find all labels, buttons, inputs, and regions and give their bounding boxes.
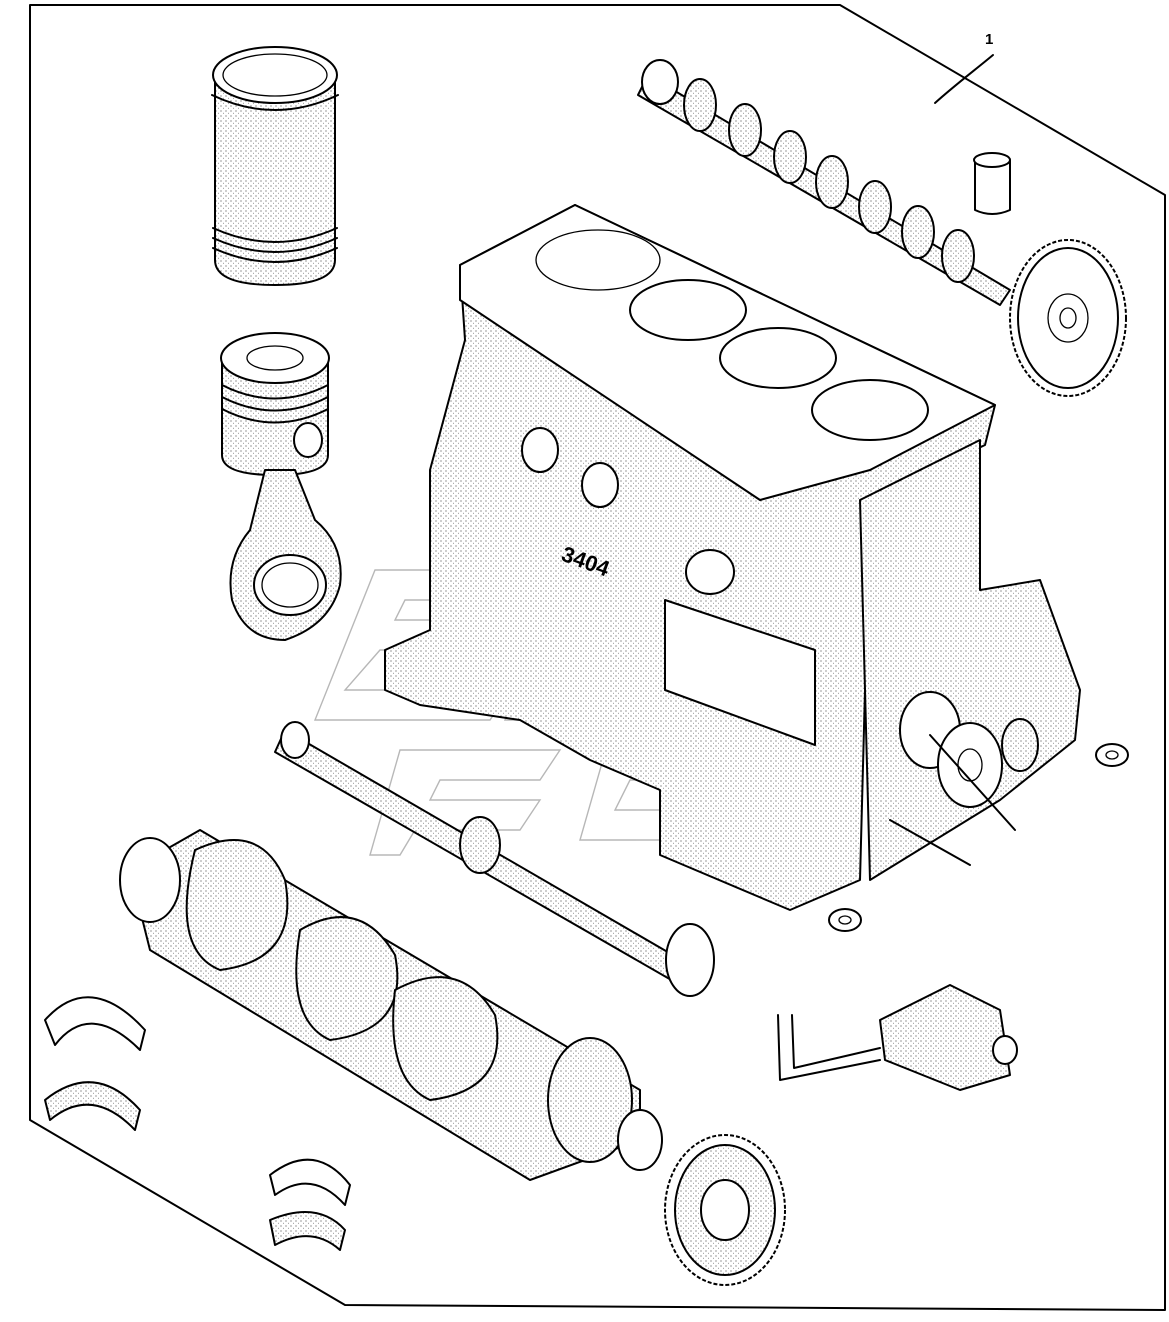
kit-boundary-outline [29,4,1166,1311]
washer-lower [828,908,862,932]
camshaft-with-gear [637,59,1127,397]
main-bearing-shell-lower [269,1158,351,1251]
washer-right [1095,743,1129,767]
crankshaft [119,829,663,1181]
callout-leader-line [934,54,994,104]
balancer-shaft [274,721,715,997]
cylinder-block: 3404 [384,204,1081,911]
callout-number-1: 1 [985,31,994,48]
main-bearing-shell-upper [44,996,146,1131]
oil-pump-with-pickup [777,984,1018,1091]
cam-follower [973,152,1011,215]
studs [889,734,1016,866]
flywheel-ring-gear [664,1134,786,1286]
piston-and-connecting-rod [220,332,342,641]
cylinder-liner [211,46,339,286]
idler-gear [937,718,1039,808]
